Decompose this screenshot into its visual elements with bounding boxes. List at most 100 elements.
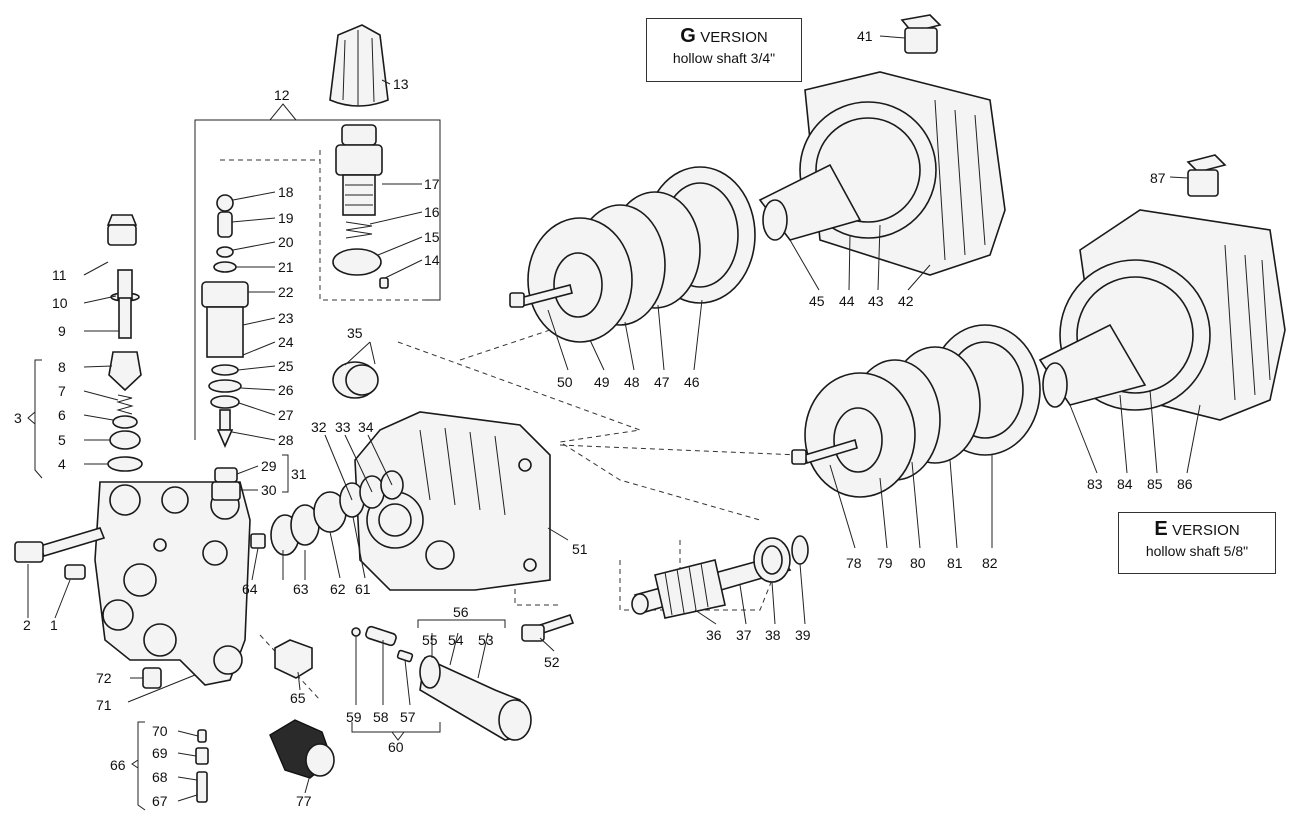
callout-33: 33 — [335, 419, 351, 435]
callout-17: 17 — [424, 176, 440, 192]
callout-69: 69 — [152, 745, 168, 761]
callout-34: 34 — [358, 419, 374, 435]
callout-67: 67 — [152, 793, 168, 809]
callout-56: 56 — [453, 604, 469, 620]
callout-64: 64 — [242, 581, 258, 597]
callout-78: 78 — [846, 555, 862, 571]
leader-lines — [27, 35, 1201, 802]
callout-16: 16 — [424, 204, 440, 220]
callout-42: 42 — [898, 293, 914, 309]
callout-62: 62 — [330, 581, 346, 597]
callout-32: 32 — [311, 419, 327, 435]
callout-54: 54 — [448, 632, 464, 648]
callout-28: 28 — [278, 432, 294, 448]
callout-23: 23 — [278, 310, 294, 326]
callout-41: 41 — [857, 28, 873, 44]
callout-8: 8 — [58, 359, 66, 375]
callout-53: 53 — [478, 632, 494, 648]
callout-70: 70 — [152, 723, 168, 739]
callout-46: 46 — [684, 374, 700, 390]
callout-10: 10 — [52, 295, 68, 311]
callout-61: 61 — [355, 581, 371, 597]
callout-36: 36 — [706, 627, 722, 643]
e-version-word: VERSION — [1172, 522, 1240, 539]
g-version-word: VERSION — [700, 29, 768, 46]
callout-1: 1 — [50, 617, 58, 633]
crankshaft-assembly — [631, 535, 809, 619]
callout-60: 60 — [388, 739, 404, 755]
callout-84: 84 — [1117, 476, 1133, 492]
callout-18: 18 — [278, 184, 294, 200]
callout-39: 39 — [795, 627, 811, 643]
g-version-letter: G — [680, 25, 696, 47]
g-version-box: G VERSION hollow shaft 3/4" — [646, 18, 802, 82]
callout-3: 3 — [14, 410, 22, 426]
callout-85: 85 — [1147, 476, 1163, 492]
callout-51: 51 — [572, 541, 588, 557]
valve-assembly-left — [14, 214, 313, 689]
callout-52: 52 — [544, 654, 560, 670]
callout-labels: 1 2 3 4 5 6 7 8 9 10 11 12 13 14 15 16 1… — [14, 28, 1193, 809]
callout-66: 66 — [110, 757, 126, 773]
callout-82: 82 — [982, 555, 998, 571]
callout-19: 19 — [278, 210, 294, 226]
callout-59: 59 — [346, 709, 362, 725]
callout-49: 49 — [594, 374, 610, 390]
e-version-gearbox — [791, 154, 1286, 498]
callout-24: 24 — [278, 334, 294, 350]
callout-29: 29 — [261, 458, 277, 474]
group-brackets — [27, 103, 506, 811]
callout-55: 55 — [422, 632, 438, 648]
callout-87: 87 — [1150, 170, 1166, 186]
callout-9: 9 — [58, 323, 66, 339]
callout-27: 27 — [278, 407, 294, 423]
callout-26: 26 — [278, 382, 294, 398]
callout-79: 79 — [877, 555, 893, 571]
pump-housing — [195, 361, 575, 803]
callout-71: 71 — [96, 697, 112, 713]
callout-43: 43 — [868, 293, 884, 309]
e-version-desc: hollow shaft 5/8" — [1145, 543, 1249, 559]
callout-11: 11 — [52, 267, 67, 283]
callout-81: 81 — [947, 555, 963, 571]
callout-83: 83 — [1087, 476, 1103, 492]
callout-86: 86 — [1177, 476, 1193, 492]
callout-80: 80 — [910, 555, 926, 571]
callout-35: 35 — [347, 325, 363, 341]
callout-6: 6 — [58, 407, 66, 423]
callout-31: 31 — [291, 466, 307, 482]
callout-30: 30 — [261, 482, 277, 498]
callout-68: 68 — [152, 769, 168, 785]
callout-44: 44 — [839, 293, 855, 309]
callout-20: 20 — [278, 234, 294, 250]
callout-4: 4 — [58, 456, 66, 472]
callout-77: 77 — [296, 793, 312, 809]
unloader-assembly — [201, 24, 389, 448]
callout-13: 13 — [393, 76, 409, 92]
e-version-box: E VERSION hollow shaft 5/8" — [1118, 512, 1276, 574]
callout-58: 58 — [373, 709, 389, 725]
callout-12: 12 — [274, 87, 290, 103]
callout-37: 37 — [736, 627, 752, 643]
callout-63: 63 — [293, 581, 309, 597]
callout-47: 47 — [654, 374, 670, 390]
callout-57: 57 — [400, 709, 416, 725]
callout-48: 48 — [624, 374, 640, 390]
callout-65: 65 — [290, 690, 306, 706]
callout-14: 14 — [424, 252, 440, 268]
g-version-gearbox — [509, 14, 1006, 343]
callout-25: 25 — [278, 358, 294, 374]
e-version-letter: E — [1154, 518, 1168, 540]
callout-38: 38 — [765, 627, 781, 643]
callout-5: 5 — [58, 432, 66, 448]
callout-45: 45 — [809, 293, 825, 309]
callout-50: 50 — [557, 374, 573, 390]
g-version-desc: hollow shaft 3/4" — [672, 50, 776, 66]
callout-7: 7 — [58, 383, 66, 399]
callout-15: 15 — [424, 229, 440, 245]
callout-22: 22 — [278, 284, 294, 300]
callout-21: 21 — [278, 259, 294, 275]
callout-72: 72 — [96, 670, 112, 686]
callout-2: 2 — [23, 617, 31, 633]
